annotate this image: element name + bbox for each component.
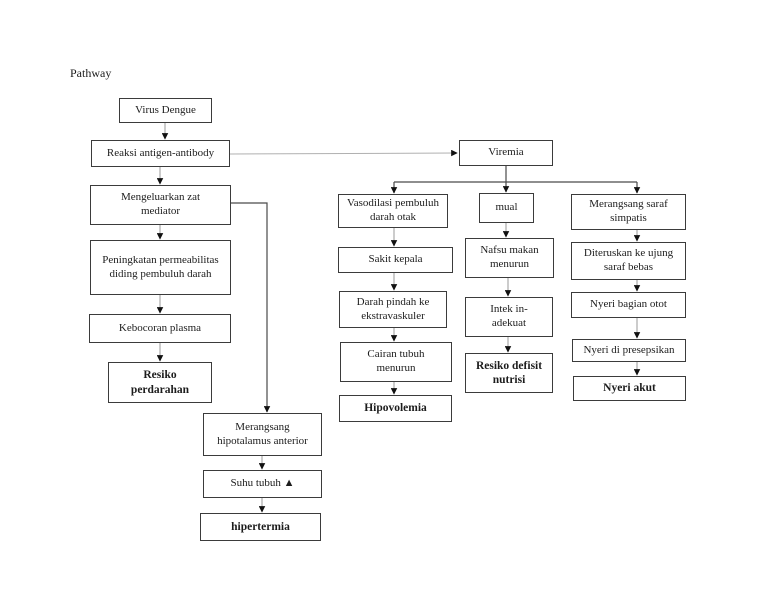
- node-vasodilasi-pembuluh: Vasodilasi pembuluh darah otak: [338, 194, 448, 228]
- node-hipertermia: hipertermia: [200, 513, 321, 541]
- node-kebocoran-plasma: Kebocoran plasma: [89, 314, 231, 343]
- node-sakit-kepala: Sakit kepala: [338, 247, 453, 273]
- node-hipovolemia: Hipovolemia: [339, 395, 452, 422]
- node-diteruskan-ke-ujung: Diteruskan ke ujung saraf bebas: [571, 242, 686, 280]
- node-nyeri-akut: Nyeri akut: [573, 376, 686, 401]
- node-peningkatan-permeabilitas: Peningkatan permeabilitas diding pembulu…: [90, 240, 231, 295]
- node-merangsang-saraf-simpatis: Merangsang saraf simpatis: [571, 194, 686, 230]
- node-resiko-defisit-nutrisi: Resiko defisit nutrisi: [465, 353, 553, 393]
- node-mual: mual: [479, 193, 534, 223]
- edge-reaksi-viremia: [229, 149, 458, 157]
- node-cairan-tubuh: Cairan tubuh menurun: [340, 342, 452, 382]
- node-nyeri-di-presepsikan: Nyeri di presepsikan: [572, 339, 686, 362]
- node-virus-dengue: Virus Dengue: [119, 98, 212, 123]
- node-merangsang-hipotalamus: Merangsang hipotalamus anterior: [203, 413, 322, 456]
- node-intek-inadekuat: Intek in- adekuat: [465, 297, 553, 337]
- node-mengeluarkan-zat-mediator: Mengeluarkan zat mediator: [90, 185, 231, 225]
- node-viremia: Viremia: [459, 140, 553, 166]
- node-suhu-tubuh: Suhu tubuh ▲: [203, 470, 322, 498]
- node-darah-pindah: Darah pindah ke ekstravaskuler: [339, 291, 447, 328]
- page-title: Pathway: [70, 66, 112, 80]
- node-nafsu-makan: Nafsu makan menurun: [465, 238, 554, 278]
- node-nyeri-bagian-otot: Nyeri bagian otot: [571, 292, 686, 318]
- node-reaksi-antigen-antibody: Reaksi antigen-antibody: [91, 140, 230, 167]
- edge-mengeluarkan-hipotalamus: [231, 202, 271, 413]
- node-resiko-perdarahan: Resiko perdarahan: [108, 362, 212, 403]
